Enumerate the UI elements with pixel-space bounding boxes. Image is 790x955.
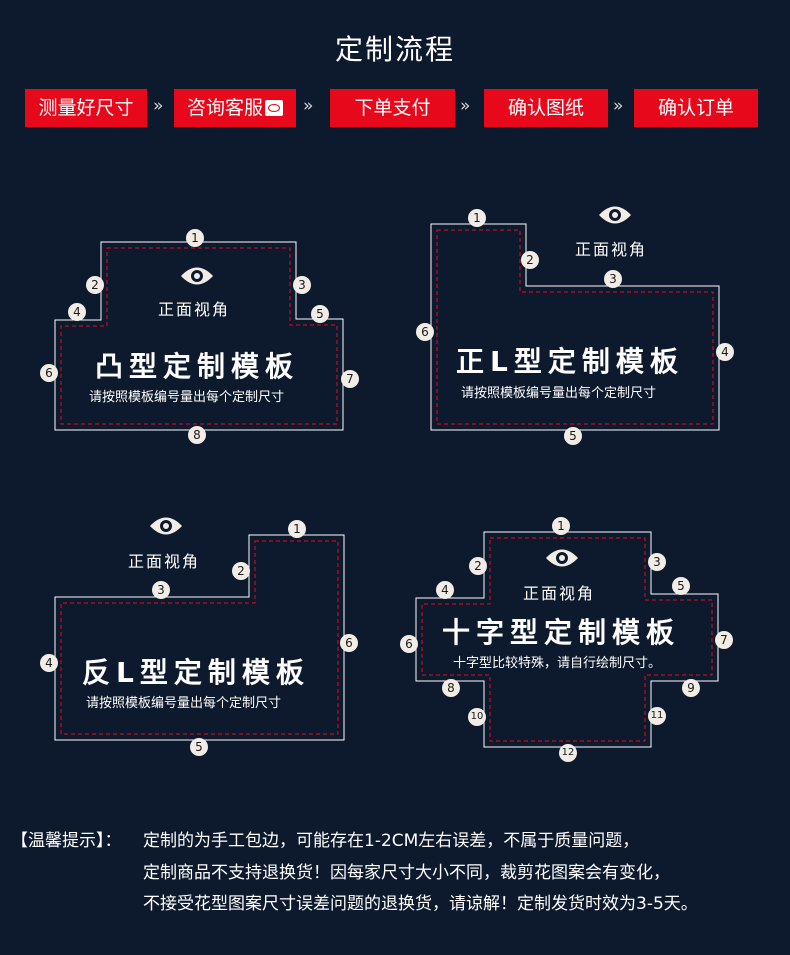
zl-outline	[430, 223, 720, 431]
template-name-zl: 正L型定制模板	[456, 345, 684, 378]
edge-number: 9	[682, 679, 700, 697]
template-desc-sz: 十字型比较特殊，请自行绘制尺寸。	[453, 656, 662, 671]
step-confirm-drawing: 确认图纸	[484, 89, 608, 127]
edge-number: 1	[288, 520, 306, 538]
edge-number: 4	[716, 343, 734, 361]
zl-dashed	[436, 229, 714, 425]
edge-number: 6	[340, 634, 358, 652]
step-pay: 下单支付	[330, 89, 455, 127]
tips-line-2: 定制商品不支持退换货！因每家尺寸大小不同，裁剪花图案会有变化，	[143, 863, 670, 883]
edge-number: 4	[436, 581, 454, 599]
tips-line-1: 定制的为手工包边，可能存在1-2CM左右误差，不属于质量问题，	[143, 831, 640, 851]
view-label: 正面视角	[575, 240, 648, 259]
template-name-fl: 反L型定制模板	[82, 656, 310, 689]
arrow-icon: »	[153, 96, 164, 116]
step-measure: 测量好尺寸	[25, 89, 147, 127]
edge-number: 6	[416, 323, 434, 341]
template-desc-fl: 请按照模板编号量出每个定制尺寸	[86, 696, 282, 711]
step-confirm-order: 确认订单	[634, 89, 758, 127]
step-consult: 咨询客服	[174, 89, 296, 127]
edge-number: 2	[521, 251, 539, 269]
edge-number: 5	[311, 305, 329, 323]
edge-number: 7	[341, 370, 359, 388]
edge-number: 5	[190, 738, 208, 756]
edge-number: 11	[648, 707, 666, 725]
edge-number: 1	[186, 229, 204, 247]
edge-number: 1	[468, 209, 486, 227]
view-label: 正面视角	[128, 552, 201, 571]
edge-number: 4	[68, 303, 86, 321]
edge-number: 5	[564, 427, 582, 445]
edge-number: 4	[40, 654, 58, 672]
sz-outline	[415, 531, 719, 748]
edge-number: 8	[188, 426, 206, 444]
template-name-tu: 凸型定制模板	[95, 350, 300, 383]
tips-line-3: 不接受花型图案尺寸误差问题的退换货，请谅解！定制发货时效为3-5天。	[143, 894, 698, 914]
tu-dashed	[60, 247, 338, 425]
edge-number: 6	[400, 635, 418, 653]
edge-number: 3	[293, 276, 311, 294]
view-label: 正面视角	[523, 584, 596, 603]
template-name-sz: 十字型定制模板	[442, 616, 681, 649]
page-title: 定制流程	[334, 33, 455, 66]
sz-dashed	[421, 537, 713, 742]
edge-number: 3	[604, 270, 622, 288]
step-consult-label: 咨询客服	[186, 97, 263, 119]
view-label: 正面视角	[158, 300, 231, 319]
eye-icon	[599, 206, 631, 224]
fl-outline	[54, 534, 345, 741]
edge-number: 5	[672, 577, 690, 595]
chat-icon	[265, 100, 283, 116]
edge-number: 2	[232, 562, 250, 580]
arrow-icon: »	[613, 96, 624, 116]
tips-label: 【温馨提示】：	[11, 831, 122, 851]
fl-dashed	[60, 540, 339, 735]
tu-outline	[54, 241, 344, 431]
edge-number: 12	[559, 744, 577, 762]
edge-number: 3	[152, 581, 170, 599]
edge-number: 2	[469, 557, 487, 575]
eye-icon	[181, 267, 213, 285]
edge-number: 3	[648, 553, 666, 571]
edge-number: 2	[86, 276, 104, 294]
edge-number: 8	[442, 679, 460, 697]
edge-number: 1	[552, 517, 570, 535]
template-desc-tu: 请按照模板编号量出每个定制尺寸	[89, 390, 285, 405]
arrow-icon: »	[303, 96, 314, 116]
arrow-icon: »	[460, 96, 471, 116]
edge-number: 7	[715, 631, 733, 649]
edge-number: 6	[40, 364, 58, 382]
eye-icon	[546, 549, 578, 567]
edge-number: 10	[468, 708, 486, 726]
eye-icon	[150, 517, 182, 535]
template-desc-zl: 请按照模板编号量出每个定制尺寸	[461, 386, 657, 401]
